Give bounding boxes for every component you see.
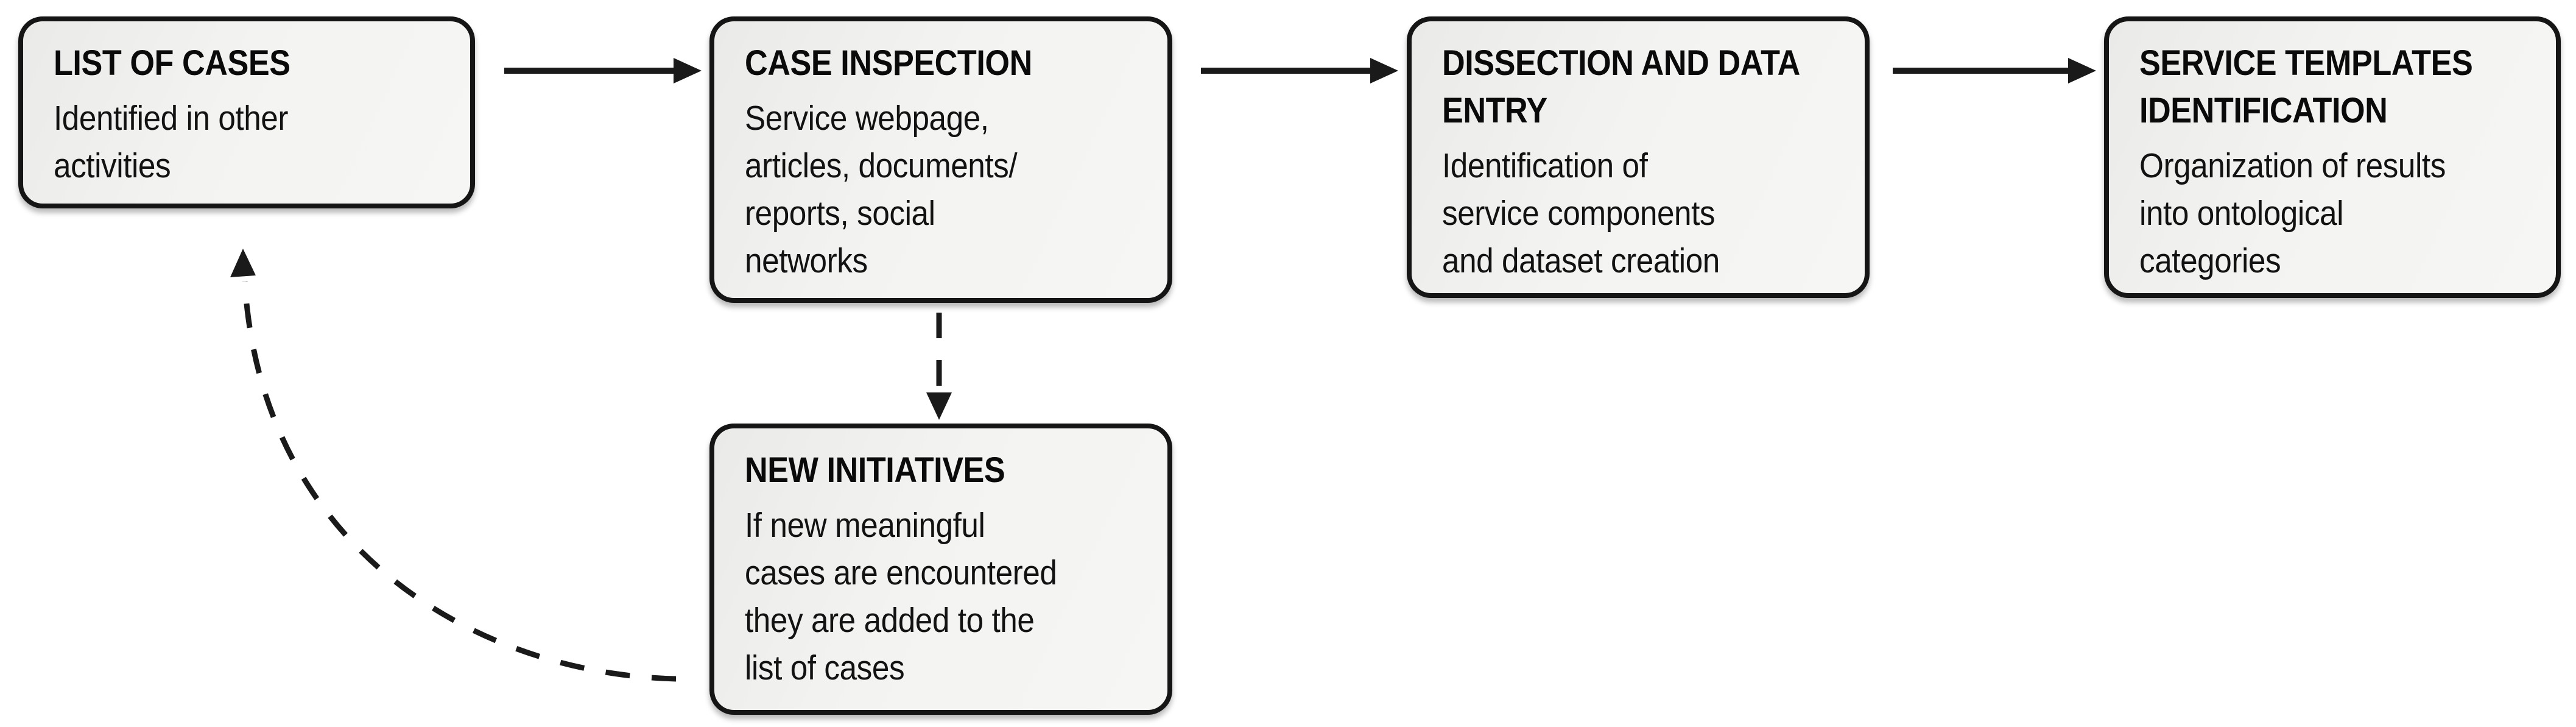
flow-box-list-of-cases: LIST OF CASES Identified in other activi…: [18, 16, 475, 208]
box-body: Organization of results into ontological…: [2139, 146, 2446, 280]
box-content: LIST OF CASES Identified in other activi…: [54, 40, 439, 190]
arrow-solid-3: [1893, 58, 2096, 83]
box-content: DISSECTION AND DATA ENTRY Identification…: [1442, 40, 1834, 285]
arrow-dashed-feedback: [230, 249, 677, 682]
box-body: Identification of service components and…: [1442, 146, 1720, 280]
arrow-solid-2: [1201, 58, 1398, 83]
flow-box-new-initiatives: NEW INITIATIVES If new meaningful cases …: [709, 424, 1172, 715]
box-title: NEW INITIATIVES: [745, 450, 1005, 490]
box-body: Service webpage, articles, documents/ re…: [745, 99, 1018, 280]
flow-box-dissection-and-data-entry: DISSECTION AND DATA ENTRY Identification…: [1407, 16, 1870, 298]
box-body: Identified in other activities: [54, 99, 289, 185]
box-content: NEW INITIATIVES If new meaningful cases …: [745, 447, 1136, 692]
box-title: DISSECTION AND DATA ENTRY: [1442, 43, 1800, 130]
flow-box-service-templates-identification: SERVICE TEMPLATES IDENTIFICATION Organiz…: [2104, 16, 2561, 298]
box-content: CASE INSPECTION Service webpage, article…: [745, 40, 1136, 285]
box-title: LIST OF CASES: [54, 43, 290, 83]
box-title: SERVICE TEMPLATES IDENTIFICATION: [2139, 43, 2473, 130]
arrow-dashed-down: [926, 313, 952, 420]
box-content: SERVICE TEMPLATES IDENTIFICATION Organiz…: [2139, 40, 2525, 285]
box-title: CASE INSPECTION: [745, 43, 1032, 83]
flow-box-case-inspection: CASE INSPECTION Service webpage, article…: [709, 16, 1172, 303]
box-body: If new meaningful cases are encountered …: [745, 506, 1057, 687]
arrow-solid-1: [504, 58, 702, 83]
